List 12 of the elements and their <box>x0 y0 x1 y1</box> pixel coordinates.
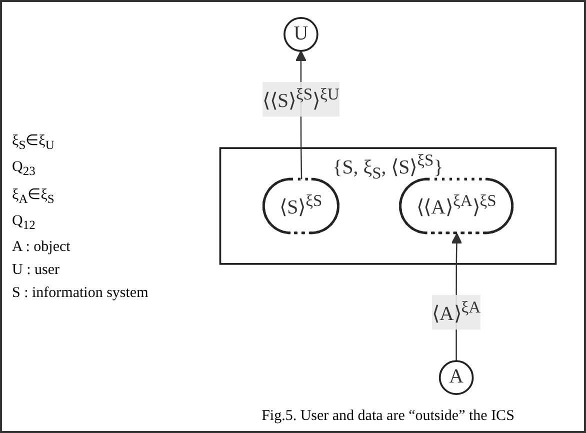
edge-label: ⟨A⟩$^{ξA}$ <box>432 297 481 326</box>
figure-caption: Fig.5. User and data are “outside” the ICS <box>262 408 514 425</box>
legend-text: U : user <box>12 262 60 279</box>
edge-label: ⟨⟨S⟩$^{ξS}$⟩$^{ξU}$ <box>262 84 340 112</box>
annotation-label: Q$_{12}$ <box>12 213 36 233</box>
legend-text: A : object <box>12 239 72 256</box>
node-circle: A <box>438 360 474 395</box>
annotation-label: ξ$_{S}$∈ξ$_{U}$ <box>12 132 56 153</box>
legend-text: S : information system <box>12 285 150 302</box>
annotation-label: Q$_{23}$ <box>12 159 36 179</box>
node-circle: U <box>284 17 318 52</box>
annotation-label: ξ$_{A}$∈ξ$_{S}$ <box>12 186 56 207</box>
